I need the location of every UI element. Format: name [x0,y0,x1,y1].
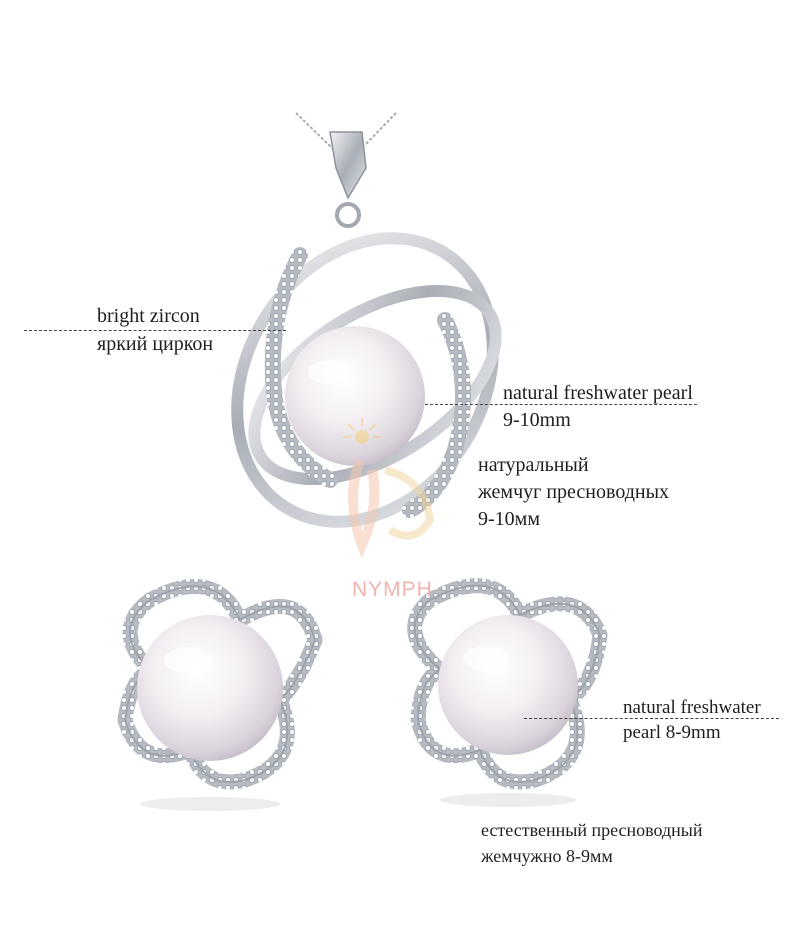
zircon-leader-line [24,330,286,331]
watermark-logo-icon [343,418,435,559]
pendant-pearl-label-ru-3: 9-10мм [478,508,540,530]
pendant-bail [329,131,367,228]
watermark-brand: NYMPH [352,578,433,601]
pendant-pearl-size-en: 9-10mm [503,409,571,431]
right-earring-pearl [438,615,578,755]
zircon-label-en: bright zircon [97,305,200,327]
pendant [231,232,502,528]
left-earring [117,578,323,811]
earring-pearl-label-ru-1: естественный пресноводный [481,820,703,840]
pendant-pearl-label-ru-2: жемчуг пресноводных [478,481,670,503]
pendant-pearl [285,326,425,466]
earring-pearl-leader-line [524,718,779,719]
pendant-pearl-leader-line [425,404,697,405]
right-earring [407,578,608,807]
left-earring-pearl [137,615,283,761]
necklace-chain [295,112,397,151]
pendant-pearl-label-ru-1: натуральный [478,454,589,476]
zircon-label-ru: яркий циркон [97,333,214,355]
pendant-pearl-label-en: natural freshwater pearl [503,382,693,404]
earring-pearl-label-en-2: pearl 8-9mm [623,722,721,743]
earring-pearl-label-en-1: natural freshwater [623,697,761,718]
earring-pearl-label-ru-2: жемчужно 8-9мм [481,846,613,866]
